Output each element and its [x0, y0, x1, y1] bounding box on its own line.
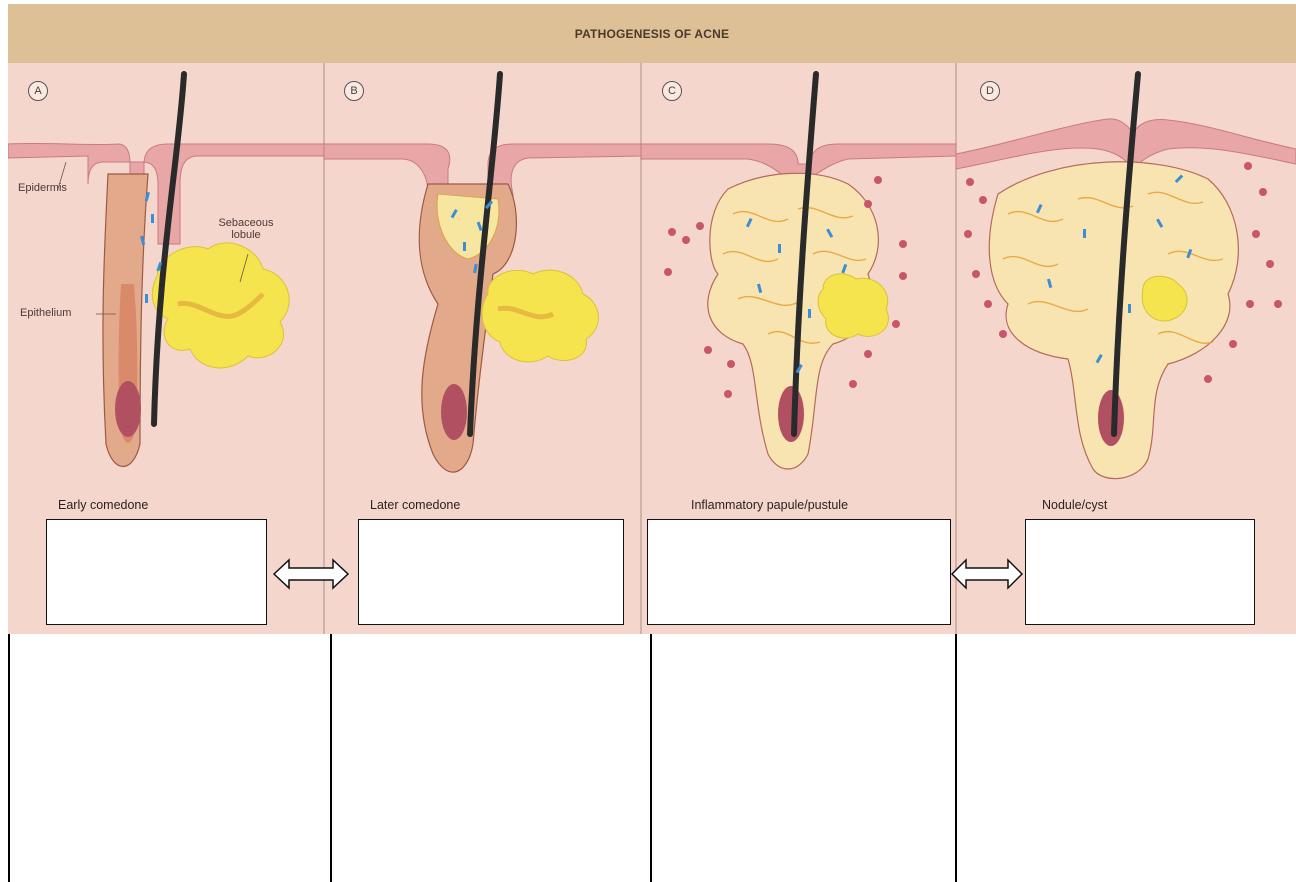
panel-letter-a: A — [28, 81, 48, 101]
panel-b-illustration — [324, 74, 641, 472]
double-arrow-icon — [950, 557, 1024, 591]
caption-inflammatory-papule: Inflammatory papule/pustule — [691, 498, 848, 512]
panel-letter-d: D — [980, 81, 1000, 101]
figure-title: PATHOGENESIS OF ACNE — [8, 4, 1296, 63]
panel-d-illustration — [956, 74, 1296, 479]
caption-nodule-cyst: Nodule/cyst — [1042, 498, 1107, 512]
answer-box-b[interactable] — [358, 519, 624, 625]
table-divider-3 — [955, 634, 957, 882]
answer-box-a[interactable] — [46, 519, 267, 625]
table-divider-2 — [650, 634, 652, 882]
sebaceous-label-line2: lobule — [231, 229, 260, 241]
panel-c-illustration — [641, 74, 956, 469]
sebaceous-lobule-label: Sebaceous lobule — [211, 217, 281, 241]
double-arrow-icon — [272, 557, 350, 591]
panel-letter-b: B — [344, 81, 364, 101]
epidermis-label: Epidermis — [18, 182, 67, 194]
sebaceous-label-line1: Sebaceous — [218, 217, 273, 229]
answer-box-c[interactable] — [647, 519, 951, 625]
panel-letter-c: C — [662, 81, 682, 101]
answer-box-d[interactable] — [1025, 519, 1255, 625]
table-divider-1 — [330, 634, 332, 882]
epithelium-label: Epithelium — [20, 307, 71, 319]
table-border-left — [8, 634, 10, 882]
panel-a-illustration — [8, 74, 324, 467]
caption-later-comedone: Later comedone — [370, 498, 460, 512]
caption-early-comedone: Early comedone — [58, 498, 148, 512]
